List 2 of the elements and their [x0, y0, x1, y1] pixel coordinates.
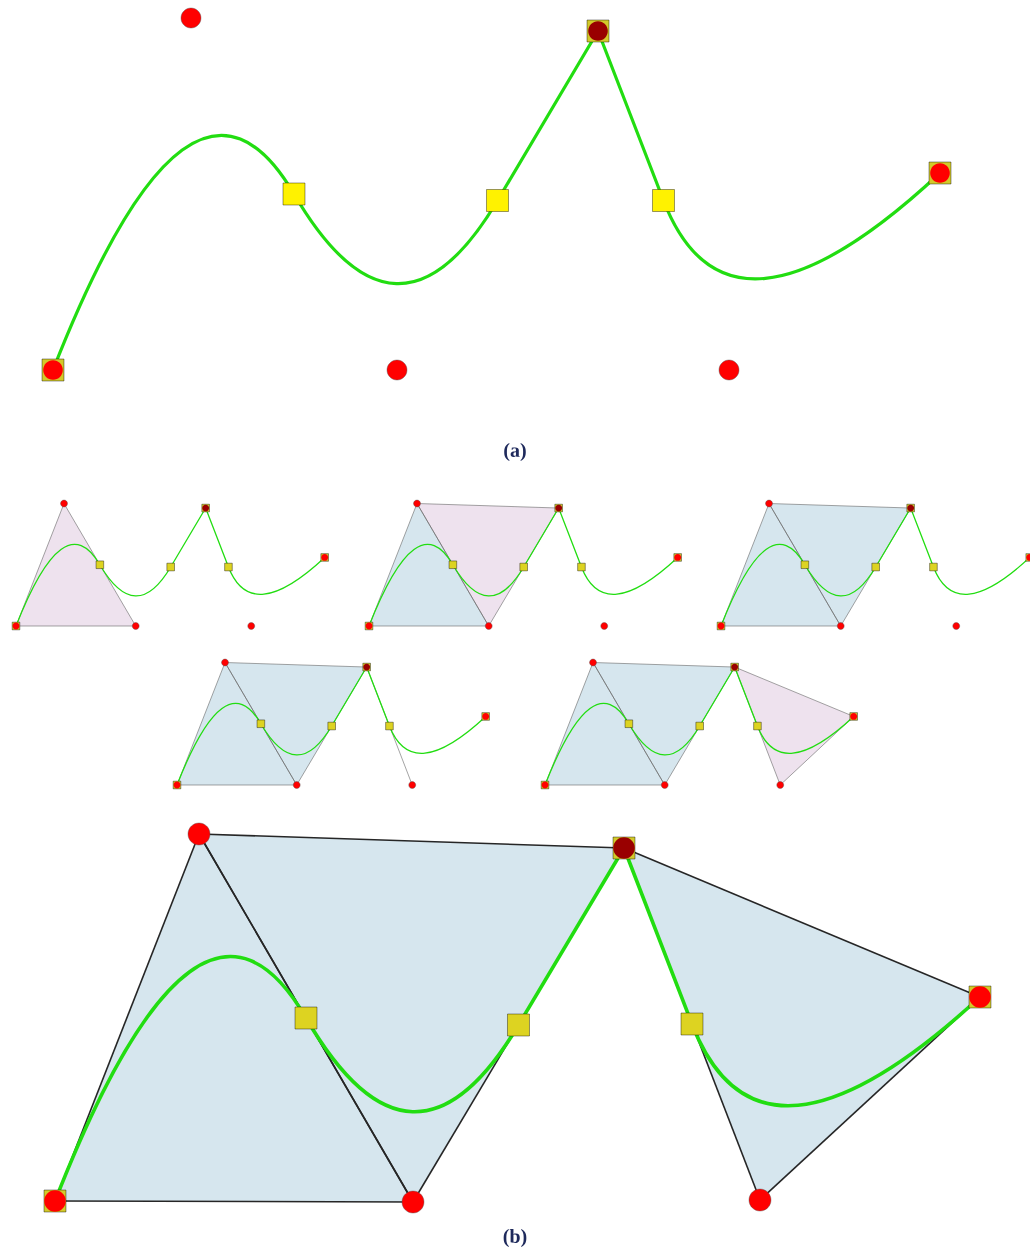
- panel-label: (b): [503, 1228, 527, 1248]
- panel-label: (a): [504, 442, 526, 462]
